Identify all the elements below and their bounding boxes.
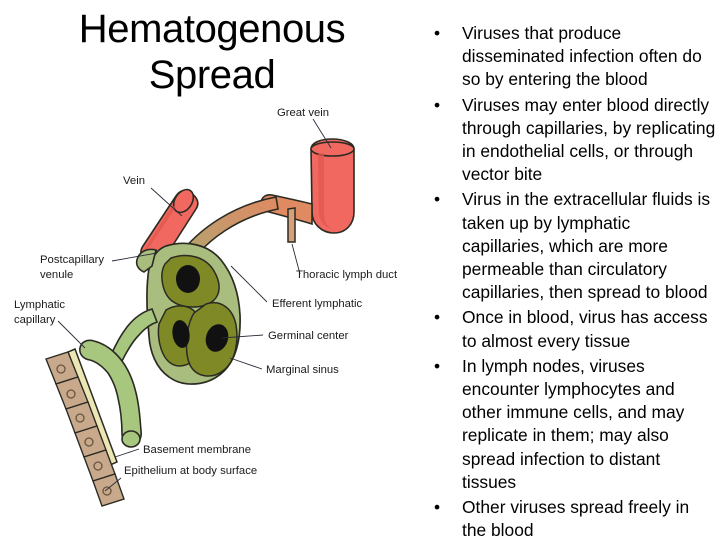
list-item: • Other viruses spread freely in the blo… bbox=[428, 496, 716, 540]
page-title-line-1: Hematogenous bbox=[78, 7, 346, 51]
lymphatic-capillary-vessel bbox=[79, 339, 142, 448]
bullet-marker-icon: • bbox=[434, 94, 441, 115]
bullet-marker-icon: • bbox=[434, 497, 441, 518]
thoracic-lymph-duct-vessel bbox=[287, 207, 296, 243]
bullet-marker-icon: • bbox=[434, 355, 441, 376]
label-germinal-center: Germinal center bbox=[268, 330, 349, 342]
lymph-node-body bbox=[109, 242, 241, 385]
list-item: • Viruses that produce disseminated infe… bbox=[428, 22, 716, 92]
page-title: Hematogenous Spread bbox=[12, 6, 412, 98]
label-basement-membrane: Basement membrane bbox=[143, 444, 251, 456]
label-lymphatic-capillary-line2: capillary bbox=[14, 314, 56, 326]
germinal-center-blob bbox=[205, 324, 229, 352]
bullet-marker-icon: • bbox=[434, 307, 441, 328]
vein-vessel bbox=[140, 188, 199, 266]
epithelium-layer bbox=[45, 348, 125, 507]
germinal-center-blob bbox=[176, 265, 200, 293]
great-vein-vessel bbox=[260, 138, 355, 234]
germinal-center-blob bbox=[172, 320, 190, 348]
diagram-labels: Great vein Vein Postcapillary venule Lym… bbox=[14, 107, 398, 477]
list-item-text: Other viruses spread freely in the blood bbox=[462, 497, 690, 540]
list-item-text: Viruses that produce disseminated infect… bbox=[462, 23, 702, 90]
bullet-marker-icon: • bbox=[434, 23, 441, 43]
label-efferent-lymphatic: Efferent lymphatic bbox=[272, 298, 363, 310]
label-vein: Vein bbox=[123, 175, 145, 187]
label-marginal-sinus: Marginal sinus bbox=[266, 364, 339, 376]
list-item: • Virus in the extracellular fluids is t… bbox=[428, 188, 716, 304]
list-item: • In lymph nodes, viruses encounter lymp… bbox=[428, 355, 716, 494]
bullet-list: • Viruses that produce disseminated infe… bbox=[428, 22, 716, 540]
label-postcapillary-venule: Postcapillary bbox=[40, 254, 104, 266]
leader-lines bbox=[57, 118, 332, 492]
list-item: • Once in blood, virus has access to alm… bbox=[428, 306, 716, 352]
list-item-text: Viruses may enter blood directly through… bbox=[462, 94, 716, 185]
label-postcapillary-venule-line2: venule bbox=[40, 269, 73, 281]
label-thoracic-lymph-duct: Thoracic lymph duct bbox=[296, 269, 398, 281]
label-great-vein: Great vein bbox=[277, 107, 329, 119]
list-item-text: Once in blood, virus has access to almos… bbox=[462, 307, 708, 351]
bullet-marker-icon: • bbox=[434, 189, 441, 210]
epithelial-nuclei bbox=[56, 364, 112, 496]
list-item: • Viruses may enter blood directly throu… bbox=[428, 94, 716, 187]
label-epithelium-at-body-surface: Epithelium at body surface bbox=[124, 465, 257, 477]
page-title-line-2: Spread bbox=[148, 53, 276, 97]
list-item-text: In lymph nodes, viruses encounter lympho… bbox=[462, 355, 685, 492]
list-item-text: Virus in the extracellular fluids is tak… bbox=[462, 189, 711, 303]
label-lymphatic-capillary: Lymphatic bbox=[14, 299, 65, 311]
lymph-node-diagram: Great vein Vein Postcapillary venule Lym… bbox=[0, 96, 420, 540]
